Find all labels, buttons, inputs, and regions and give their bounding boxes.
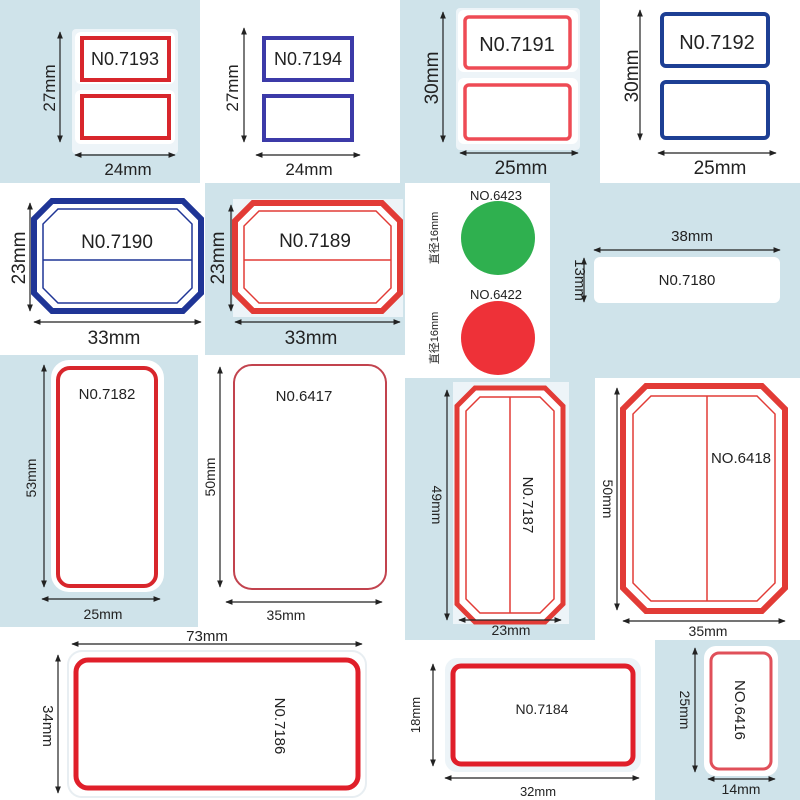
width-label: 25mm bbox=[84, 606, 123, 622]
width-label: 35mm bbox=[689, 623, 728, 639]
width-label: 24mm bbox=[285, 160, 332, 179]
height-label: 49mm bbox=[429, 486, 445, 525]
width-label: 24mm bbox=[104, 160, 151, 179]
label-code: N0.6417 bbox=[276, 388, 333, 405]
red-dot bbox=[461, 301, 535, 375]
label-7194-drawing: N0.7194 27mm 24mm bbox=[223, 27, 361, 179]
dot-labels-drawing: NO.6423 直径16mm NO.6422 直径16mm bbox=[427, 188, 535, 375]
width-label: 35mm bbox=[267, 607, 306, 623]
label-panel-7191: N0.7191 30mm 25mm bbox=[400, 0, 600, 183]
label-panel-7193: N0.7193 27mm 24mm bbox=[0, 0, 200, 183]
height-label: 13mm bbox=[571, 259, 588, 301]
label-panel-7186: 73mm N0.7186 34mm bbox=[0, 627, 405, 800]
label-6416-drawing: NO.6416 25mm 14mm bbox=[677, 646, 778, 797]
label-code: N0.7186 bbox=[271, 698, 288, 755]
width-label: 38mm bbox=[671, 228, 713, 245]
height-label: 25mm bbox=[677, 691, 693, 730]
label-code: N0.7191 bbox=[479, 34, 555, 56]
width-label: 33mm bbox=[285, 328, 338, 349]
label-code: NO.6416 bbox=[731, 680, 748, 740]
width-label: 25mm bbox=[694, 158, 747, 179]
label-7189-drawing: N0.7189 23mm 33mm bbox=[208, 199, 403, 349]
label-7192-drawing: N0.7192 30mm 25mm bbox=[622, 9, 777, 179]
label-7191-drawing: N0.7191 30mm 25mm bbox=[422, 8, 580, 179]
label-6417-drawing: N0.6417 50mm 35mm bbox=[202, 364, 387, 623]
width-label: 32mm bbox=[520, 784, 556, 799]
label-7193-drawing: N0.7193 27mm 24mm bbox=[40, 29, 178, 179]
width-label: 23mm bbox=[492, 622, 531, 638]
height-label: 50mm bbox=[600, 480, 616, 519]
label-code: N0.7194 bbox=[274, 49, 342, 69]
height-label: 27mm bbox=[40, 64, 59, 111]
label-code: N0.7184 bbox=[516, 701, 569, 717]
dot-green-diameter: 直径16mm bbox=[427, 212, 441, 265]
width-label: 14mm bbox=[722, 781, 761, 797]
label-code: N0.7187 bbox=[519, 477, 536, 534]
dot-green-code: NO.6423 bbox=[470, 188, 522, 203]
label-code: N0.7182 bbox=[79, 386, 136, 403]
label-7180-drawing: 38mm N0.7180 13mm bbox=[571, 228, 781, 303]
label-panel-7180: 38mm N0.7180 13mm bbox=[550, 183, 800, 378]
label-panel-7189: N0.7189 23mm 33mm bbox=[205, 183, 405, 355]
height-label: 34mm bbox=[39, 705, 56, 747]
height-label: 27mm bbox=[223, 64, 242, 111]
label-code: N0.7190 bbox=[81, 232, 153, 253]
dot-red-code: NO.6422 bbox=[470, 287, 522, 302]
height-label: 53mm bbox=[23, 459, 39, 498]
label-code: N0.7193 bbox=[91, 49, 159, 69]
dot-red-diameter: 直径16mm bbox=[427, 312, 441, 365]
height-label: 23mm bbox=[9, 232, 30, 285]
label-panel-7194: N0.7194 27mm 24mm bbox=[200, 0, 400, 183]
height-label: 23mm bbox=[208, 232, 229, 285]
label-panel-6416: NO.6416 25mm 14mm bbox=[655, 640, 800, 800]
label-7187-drawing: N0.7187 49mm 23mm bbox=[429, 382, 569, 638]
label-panel-6418: NO.6418 50mm 35mm bbox=[595, 378, 800, 640]
label-panel-7192: N0.7192 30mm 25mm bbox=[600, 0, 800, 183]
label-7182-drawing: N0.7182 53mm 25mm bbox=[23, 360, 164, 622]
label-panel-6417: N0.6417 50mm 35mm bbox=[198, 355, 405, 627]
dot-label-panel: NO.6423 直径16mm NO.6422 直径16mm bbox=[405, 183, 550, 378]
label-code: N0.7192 bbox=[679, 32, 755, 54]
label-code: N0.7189 bbox=[279, 231, 351, 252]
green-dot bbox=[461, 201, 535, 275]
label-7184-drawing: N0.7184 18mm 32mm bbox=[408, 658, 641, 799]
label-panel-7184: N0.7184 18mm 32mm bbox=[405, 640, 655, 800]
width-label: 33mm bbox=[88, 328, 141, 349]
height-label: 18mm bbox=[408, 697, 423, 733]
label-6418-drawing: NO.6418 50mm 35mm bbox=[600, 383, 788, 639]
height-label: 30mm bbox=[622, 50, 643, 103]
width-label: 25mm bbox=[495, 158, 548, 179]
label-panel-7190: N0.7190 23mm 33mm bbox=[0, 183, 205, 355]
label-7190-drawing: N0.7190 23mm 33mm bbox=[9, 198, 204, 349]
height-label: 30mm bbox=[422, 52, 443, 105]
label-code: NO.6418 bbox=[711, 450, 771, 467]
width-label: 73mm bbox=[186, 628, 228, 645]
label-code: N0.7180 bbox=[659, 272, 716, 289]
label-panel-7187: N0.7187 49mm 23mm bbox=[405, 378, 595, 640]
height-label: 50mm bbox=[202, 458, 218, 497]
label-7186-drawing: 73mm N0.7186 34mm bbox=[39, 628, 367, 798]
label-panel-7182: N0.7182 53mm 25mm bbox=[0, 355, 198, 627]
